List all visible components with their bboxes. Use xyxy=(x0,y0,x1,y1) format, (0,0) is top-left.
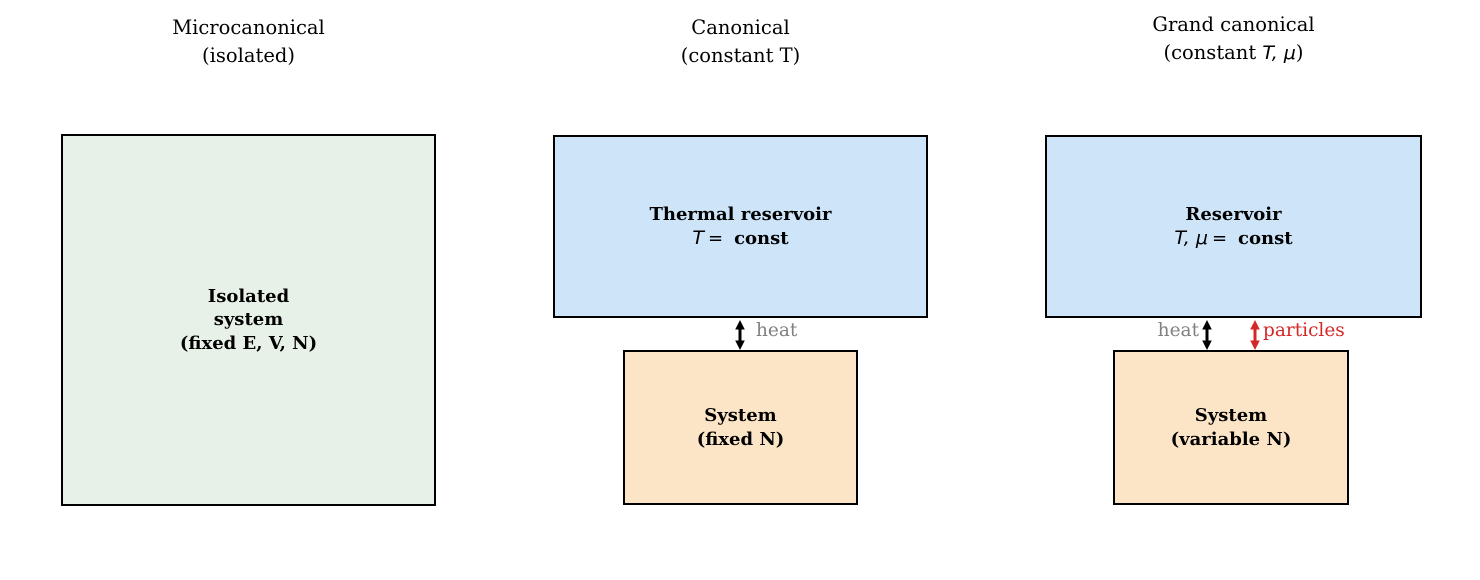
microcanonical-title-line2: (isolated) xyxy=(202,44,295,67)
canonical-title-line2: (constant T) xyxy=(680,44,801,67)
particles-exchange-arrow-icon xyxy=(1249,320,1261,350)
thermal-reservoir-box: Thermal reservoir T= const xyxy=(553,135,928,318)
grand-title-math: T, μ xyxy=(1262,42,1296,64)
thermal-reservoir-name: Thermal reservoir xyxy=(649,204,832,225)
grand-title-prefix: (constant xyxy=(1163,41,1263,64)
canonical-system-label-line1: System xyxy=(704,405,777,426)
heat-label: heat xyxy=(1157,320,1199,341)
canonical-title: Canonical (constant T) xyxy=(553,14,928,70)
grand-canonical-title-line1: Grand canonical xyxy=(1152,13,1315,36)
canonical-title-line1: Canonical xyxy=(691,16,790,39)
formula-equals: = xyxy=(708,227,724,249)
reservoir-formula: T, μ= const xyxy=(1174,227,1292,251)
grand-system-label-line1: System xyxy=(1194,405,1268,426)
reservoir-name: Reservoir xyxy=(1185,204,1282,225)
canonical-system-box: System (fixed N) xyxy=(623,350,858,505)
formula-const: const xyxy=(734,227,789,249)
formula-variable: T xyxy=(692,226,704,249)
particles-label: particles xyxy=(1263,320,1345,341)
canonical-system-label-line2: (fixed N) xyxy=(696,428,785,450)
isolated-system-label-line1: Isolated xyxy=(207,285,290,307)
grand-canonical-title-line2: (constant T, μ) xyxy=(1045,39,1422,67)
heat-exchange-arrow-icon xyxy=(734,320,746,350)
isolated-system-box: Isolated system (fixed E, V, N) xyxy=(61,134,436,506)
grand-canonical-system-box: System (variable N) xyxy=(1113,350,1349,505)
grand-system-label-line2: (variable N) xyxy=(1170,428,1292,450)
heat-exchange-arrow-icon xyxy=(1201,320,1213,350)
heat-label: heat xyxy=(756,320,798,341)
formula-variable: T, μ xyxy=(1174,226,1208,249)
isolated-system-label-line2: system xyxy=(213,309,284,331)
microcanonical-title: Microcanonical (isolated) xyxy=(61,14,436,70)
microcanonical-title-line1: Microcanonical xyxy=(172,16,325,39)
reservoir-box: Reservoir T, μ= const xyxy=(1045,135,1422,318)
formula-const: const xyxy=(1238,227,1293,249)
formula-equals: = xyxy=(1211,227,1228,249)
isolated-system-label-line3: (fixed E, V, N) xyxy=(179,332,318,354)
thermal-reservoir-formula: T= const xyxy=(692,227,788,251)
grand-title-suffix: ) xyxy=(1295,41,1304,64)
grand-canonical-title: Grand canonical (constant T, μ) xyxy=(1045,11,1422,67)
